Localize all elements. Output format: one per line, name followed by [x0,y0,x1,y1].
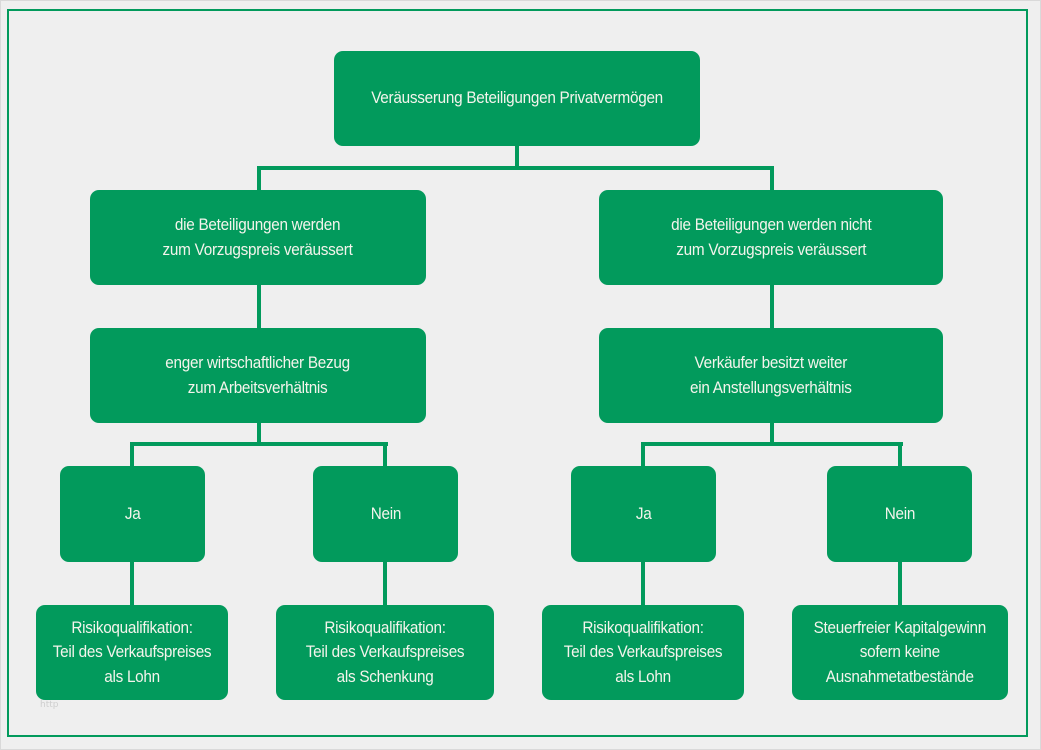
right-yes-result-node: Risikoqualifikation: Teil des Verkaufspr… [542,605,744,700]
connector-root-right-drop [770,166,774,190]
connector-left-yes-result [130,562,134,605]
connector-right-yes-drop [641,442,645,466]
watermark-text: http [40,700,59,710]
connector-root-down [515,146,519,166]
left-level2-node: enger wirtschaftlicher Bezug zum Arbeits… [90,328,426,423]
left-no-label: Nein [370,503,401,523]
right-level2-label: Verkäufer besitzt weiter ein Anstellungs… [690,353,852,397]
connector-root-horizontal [257,166,774,170]
left-level1-node: die Beteiligungen werden zum Vorzugsprei… [90,190,426,285]
right-no-result-label: Steuerfreier Kapitalgewinn sofern keine … [813,617,987,686]
connector-right-l1-l2 [770,285,774,328]
left-no-result-node: Risikoqualifikation: Teil des Verkaufspr… [276,605,494,700]
connector-left-split [130,442,388,446]
right-yes-label: Ja [635,503,652,523]
left-no-node: Nein [313,466,458,562]
diagram-frame [7,9,1028,737]
right-no-result-node: Steuerfreier Kapitalgewinn sofern keine … [792,605,1008,700]
connector-left-l2-down [257,423,261,442]
left-level1-label: die Beteiligungen werden zum Vorzugsprei… [162,215,353,259]
connector-right-l2-down [770,423,774,442]
connector-right-yes-result [641,562,645,605]
root-node: Veräusserung Beteiligungen Privatvermöge… [334,51,700,146]
right-level1-node: die Beteiligungen werden nicht zum Vorzu… [599,190,943,285]
left-level2-label: enger wirtschaftlicher Bezug zum Arbeits… [165,353,351,397]
connector-left-l1-l2 [257,285,261,328]
left-yes-node: Ja [60,466,205,562]
connector-right-no-result [898,562,902,605]
left-yes-result-node: Risikoqualifikation: Teil des Verkaufspr… [36,605,228,700]
right-yes-node: Ja [571,466,716,562]
left-yes-result-label: Risikoqualifikation: Teil des Verkaufspr… [52,617,212,686]
right-no-node: Nein [827,466,972,562]
left-yes-label: Ja [124,503,141,523]
left-no-result-label: Risikoqualifikation: Teil des Verkaufspr… [305,617,465,686]
connector-left-yes-drop [130,442,134,466]
root-node-label: Veräusserung Beteiligungen Privatvermöge… [371,88,663,108]
connector-left-no-result [383,562,387,605]
connector-root-left-drop [257,166,261,190]
connector-left-no-drop [383,442,387,466]
connector-right-no-drop [898,442,902,466]
right-level2-node: Verkäufer besitzt weiter ein Anstellungs… [599,328,943,423]
right-no-label: Nein [884,503,915,523]
right-level1-label: die Beteiligungen werden nicht zum Vorzu… [670,215,872,259]
connector-right-split [641,442,903,446]
right-yes-result-label: Risikoqualifikation: Teil des Verkaufspr… [563,617,723,686]
